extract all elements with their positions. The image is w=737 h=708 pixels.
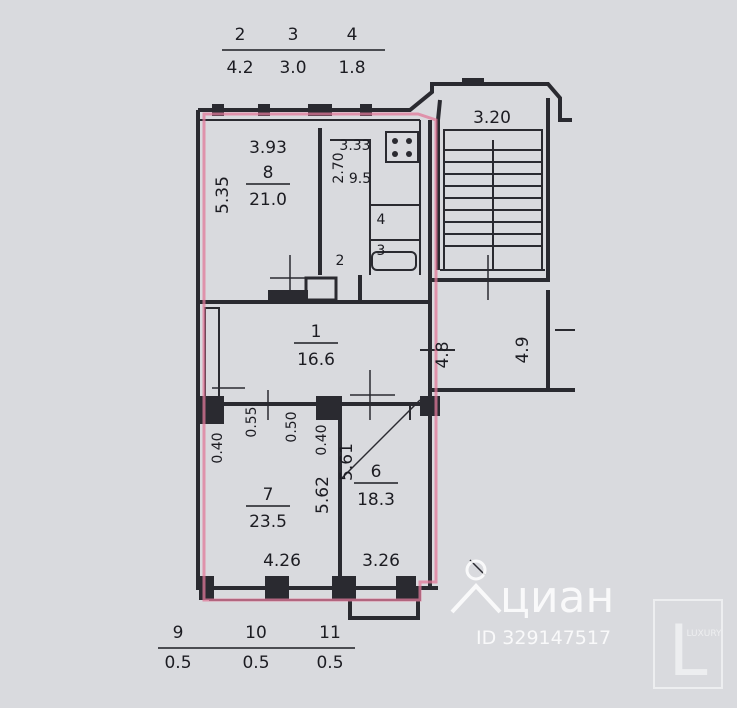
room-7-length: 5.62 <box>313 476 333 514</box>
cian-brand: циан <box>500 572 614 623</box>
location-pin-icon <box>450 559 502 614</box>
room-7-width: 4.26 <box>263 551 301 571</box>
room-4-number: 4 <box>377 212 386 228</box>
room-7-area: 23.5 <box>249 512 287 532</box>
stove-icon <box>385 131 419 163</box>
kitchen-width: 3.33 <box>339 138 370 154</box>
logo-letter: L <box>669 610 708 692</box>
room-6-area: 18.3 <box>357 490 395 510</box>
summary-top-num: 3 <box>288 25 299 45</box>
wall-dim: 0.55 <box>244 406 260 437</box>
staircase <box>443 129 543 271</box>
summary-top-area: 1.8 <box>338 58 365 78</box>
room-1-dim-b: 4.9 <box>513 336 533 363</box>
kitchen-length: 2.70 <box>331 152 347 183</box>
summary-top-num: 2 <box>235 25 246 45</box>
listing-id: ID 329147517 <box>476 627 611 649</box>
room-8-number: 8 <box>263 163 274 183</box>
room-6-number: 6 <box>371 462 382 482</box>
bathtub-icon <box>371 251 417 271</box>
summary-top-area: 3.0 <box>279 58 306 78</box>
summary-top-area: 4.2 <box>226 58 253 78</box>
cian-watermark: циан ID 329147517 <box>450 559 614 649</box>
summary-bottom-area: 0.5 <box>242 653 269 673</box>
summary-bottom-num: 10 <box>245 623 267 643</box>
room-6-length: 5.61 <box>337 443 357 481</box>
kitchen-area: 9.5 <box>349 171 371 187</box>
summary-top-num: 4 <box>347 25 358 45</box>
summary-bottom-num: 11 <box>319 623 341 643</box>
apartment-outline <box>202 112 438 602</box>
room-1-area: 16.6 <box>297 350 335 370</box>
room-8-length: 5.35 <box>213 176 233 214</box>
stair-width: 3.20 <box>473 108 511 128</box>
summary-bottom-num: 9 <box>173 623 184 643</box>
wall-dim: 0.40 <box>210 432 226 463</box>
room-7-number: 7 <box>263 485 274 505</box>
room-2-number: 2 <box>336 253 345 269</box>
logo-text: LUXURY <box>686 629 722 639</box>
room-8-area: 21.0 <box>249 190 287 210</box>
wall-dim: 0.50 <box>284 411 300 442</box>
room-3-number: 3 <box>377 243 386 259</box>
room-1-number: 1 <box>311 322 322 342</box>
wall-dim: 0.40 <box>314 424 330 455</box>
room-6-width: 3.26 <box>362 551 400 571</box>
walls <box>196 82 575 620</box>
summary-bottom-area: 0.5 <box>164 653 191 673</box>
luxury-logo: L LUXURY <box>653 599 723 692</box>
summary-bottom-area: 0.5 <box>316 653 343 673</box>
room-1-dim-a: 4.8 <box>433 341 453 368</box>
door-marks <box>212 255 489 576</box>
room-8-width: 3.93 <box>249 138 287 158</box>
